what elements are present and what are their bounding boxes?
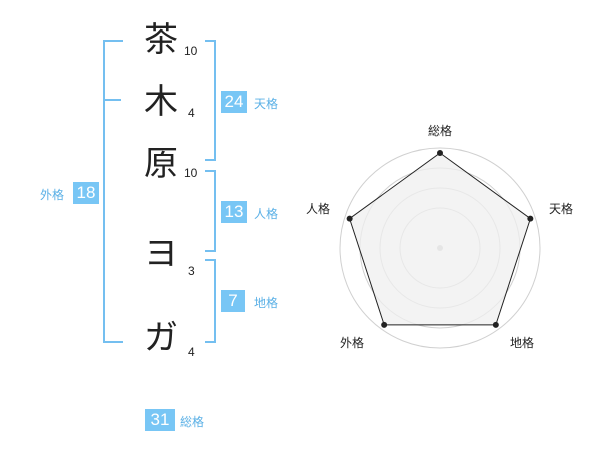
tenkaku-value: 24 — [221, 91, 247, 113]
name-char-4: ヨ — [144, 234, 178, 274]
tenkaku-label: 天格 — [254, 97, 279, 111]
chikaku-value: 7 — [221, 290, 245, 312]
radar-point-4 — [381, 321, 388, 328]
stroke-count-4: 3 — [188, 264, 195, 278]
chikaku-bracket — [205, 259, 216, 343]
soukaku-label: 総格 — [180, 415, 205, 429]
radar-ring-4 — [339, 147, 541, 349]
radar-label-soukaku: 総格 — [428, 124, 453, 138]
name-char-3: 原 — [144, 144, 178, 184]
stroke-count-1: 10 — [184, 44, 198, 58]
chikaku-label: 地格 — [254, 296, 279, 310]
radar-label-chikaku: 地格 — [510, 336, 535, 350]
soukaku-value: 31 — [145, 409, 175, 431]
stroke-count-3: 10 — [184, 166, 198, 180]
name-char-5: ガ — [144, 318, 178, 358]
jinkaku-bracket — [205, 170, 216, 252]
stroke-count-5: 4 — [188, 345, 195, 359]
name-char-1: 茶 — [144, 20, 178, 60]
gaikaku-label: 外格 — [40, 188, 65, 202]
gaikaku-bracket-tick — [103, 99, 121, 101]
radar-label-gaikaku: 外格 — [340, 336, 365, 350]
name-char-2: 木 — [144, 82, 178, 122]
radar-point-2 — [527, 215, 534, 222]
radar-label-tenkaku: 天格 — [549, 202, 574, 216]
radar-point-3 — [492, 321, 499, 328]
radar-points — [346, 150, 534, 328]
radar-point-5 — [346, 215, 353, 222]
gaikaku-bracket — [103, 40, 123, 343]
jinkaku-label: 人格 — [254, 207, 279, 221]
jinkaku-value: 13 — [221, 201, 247, 223]
radar-label-jinkaku: 人格 — [306, 202, 331, 216]
gaikaku-value: 18 — [73, 182, 99, 204]
stroke-count-2: 4 — [188, 106, 195, 120]
tenkaku-bracket — [205, 40, 216, 161]
radar-chart — [339, 147, 541, 349]
radar-polygon — [349, 152, 531, 326]
radar-point-1 — [437, 150, 443, 156]
